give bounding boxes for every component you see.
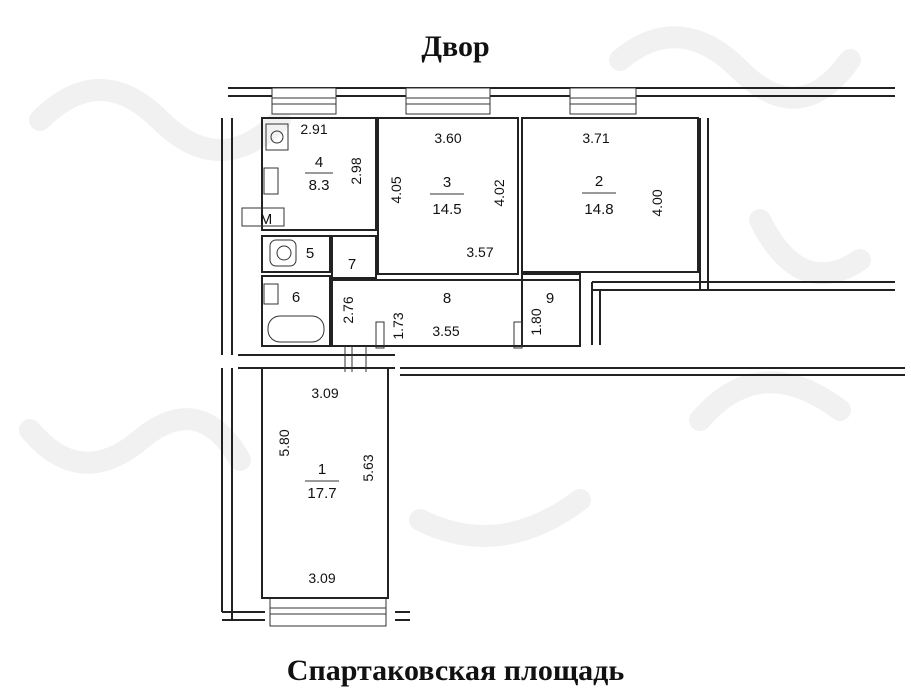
dim-r1-right: 5.63 (360, 454, 376, 481)
dim-r1-top: 3.09 (311, 385, 338, 401)
room-9-number: 9 (546, 290, 554, 307)
room-labels: 4 8.3 3 14.5 2 14.8 5 7 6 8 9 1 17.7 М (260, 154, 616, 502)
interior-walls (261, 117, 699, 599)
outer-walls (221, 87, 905, 621)
room-8-number: 8 (443, 290, 451, 307)
room-1-number: 1 (318, 461, 326, 478)
courtyard-label: Двор (421, 30, 490, 63)
watermark (19, 26, 871, 547)
dim-r3-right: 4.02 (491, 179, 507, 206)
dim-corridor-left: 2.76 (340, 296, 356, 323)
dim-r2-right: 4.00 (649, 189, 665, 216)
dimension-labels: 2.91 2.98 3.60 4.05 4.02 3.57 3.71 4.00 … (276, 121, 665, 586)
dim-r4-top: 2.91 (300, 121, 327, 137)
dim-corridor-bottom: 3.55 (432, 323, 459, 339)
room-3-area: 14.5 (432, 201, 461, 218)
room-2-area: 14.8 (584, 201, 613, 218)
dim-r4-right: 2.98 (348, 157, 364, 184)
room-7-number: 7 (348, 256, 356, 273)
dim-r3-bottom: 3.57 (466, 244, 493, 260)
room-3-number: 3 (443, 174, 451, 191)
room-4-area: 8.3 (309, 177, 330, 194)
dim-r2-top: 3.71 (582, 130, 609, 146)
dim-r1-bottom: 3.09 (308, 570, 335, 586)
dim-r3-left: 4.05 (388, 176, 404, 203)
room-1-area: 17.7 (307, 485, 336, 502)
dim-corridor-b: 1.80 (528, 308, 544, 335)
street-label: Спартаковская площадь (286, 654, 625, 687)
room-5-number: 5 (306, 245, 314, 262)
dim-r1-left: 5.80 (276, 429, 292, 456)
fixtures (241, 123, 523, 372)
dim-corridor-a: 1.73 (390, 312, 406, 339)
meter-label: М (260, 211, 273, 228)
windows (269, 87, 637, 627)
dim-r3-top: 3.60 (434, 130, 461, 146)
room-2-number: 2 (595, 173, 603, 190)
room-6-number: 6 (292, 289, 300, 306)
room-4-number: 4 (315, 154, 323, 171)
